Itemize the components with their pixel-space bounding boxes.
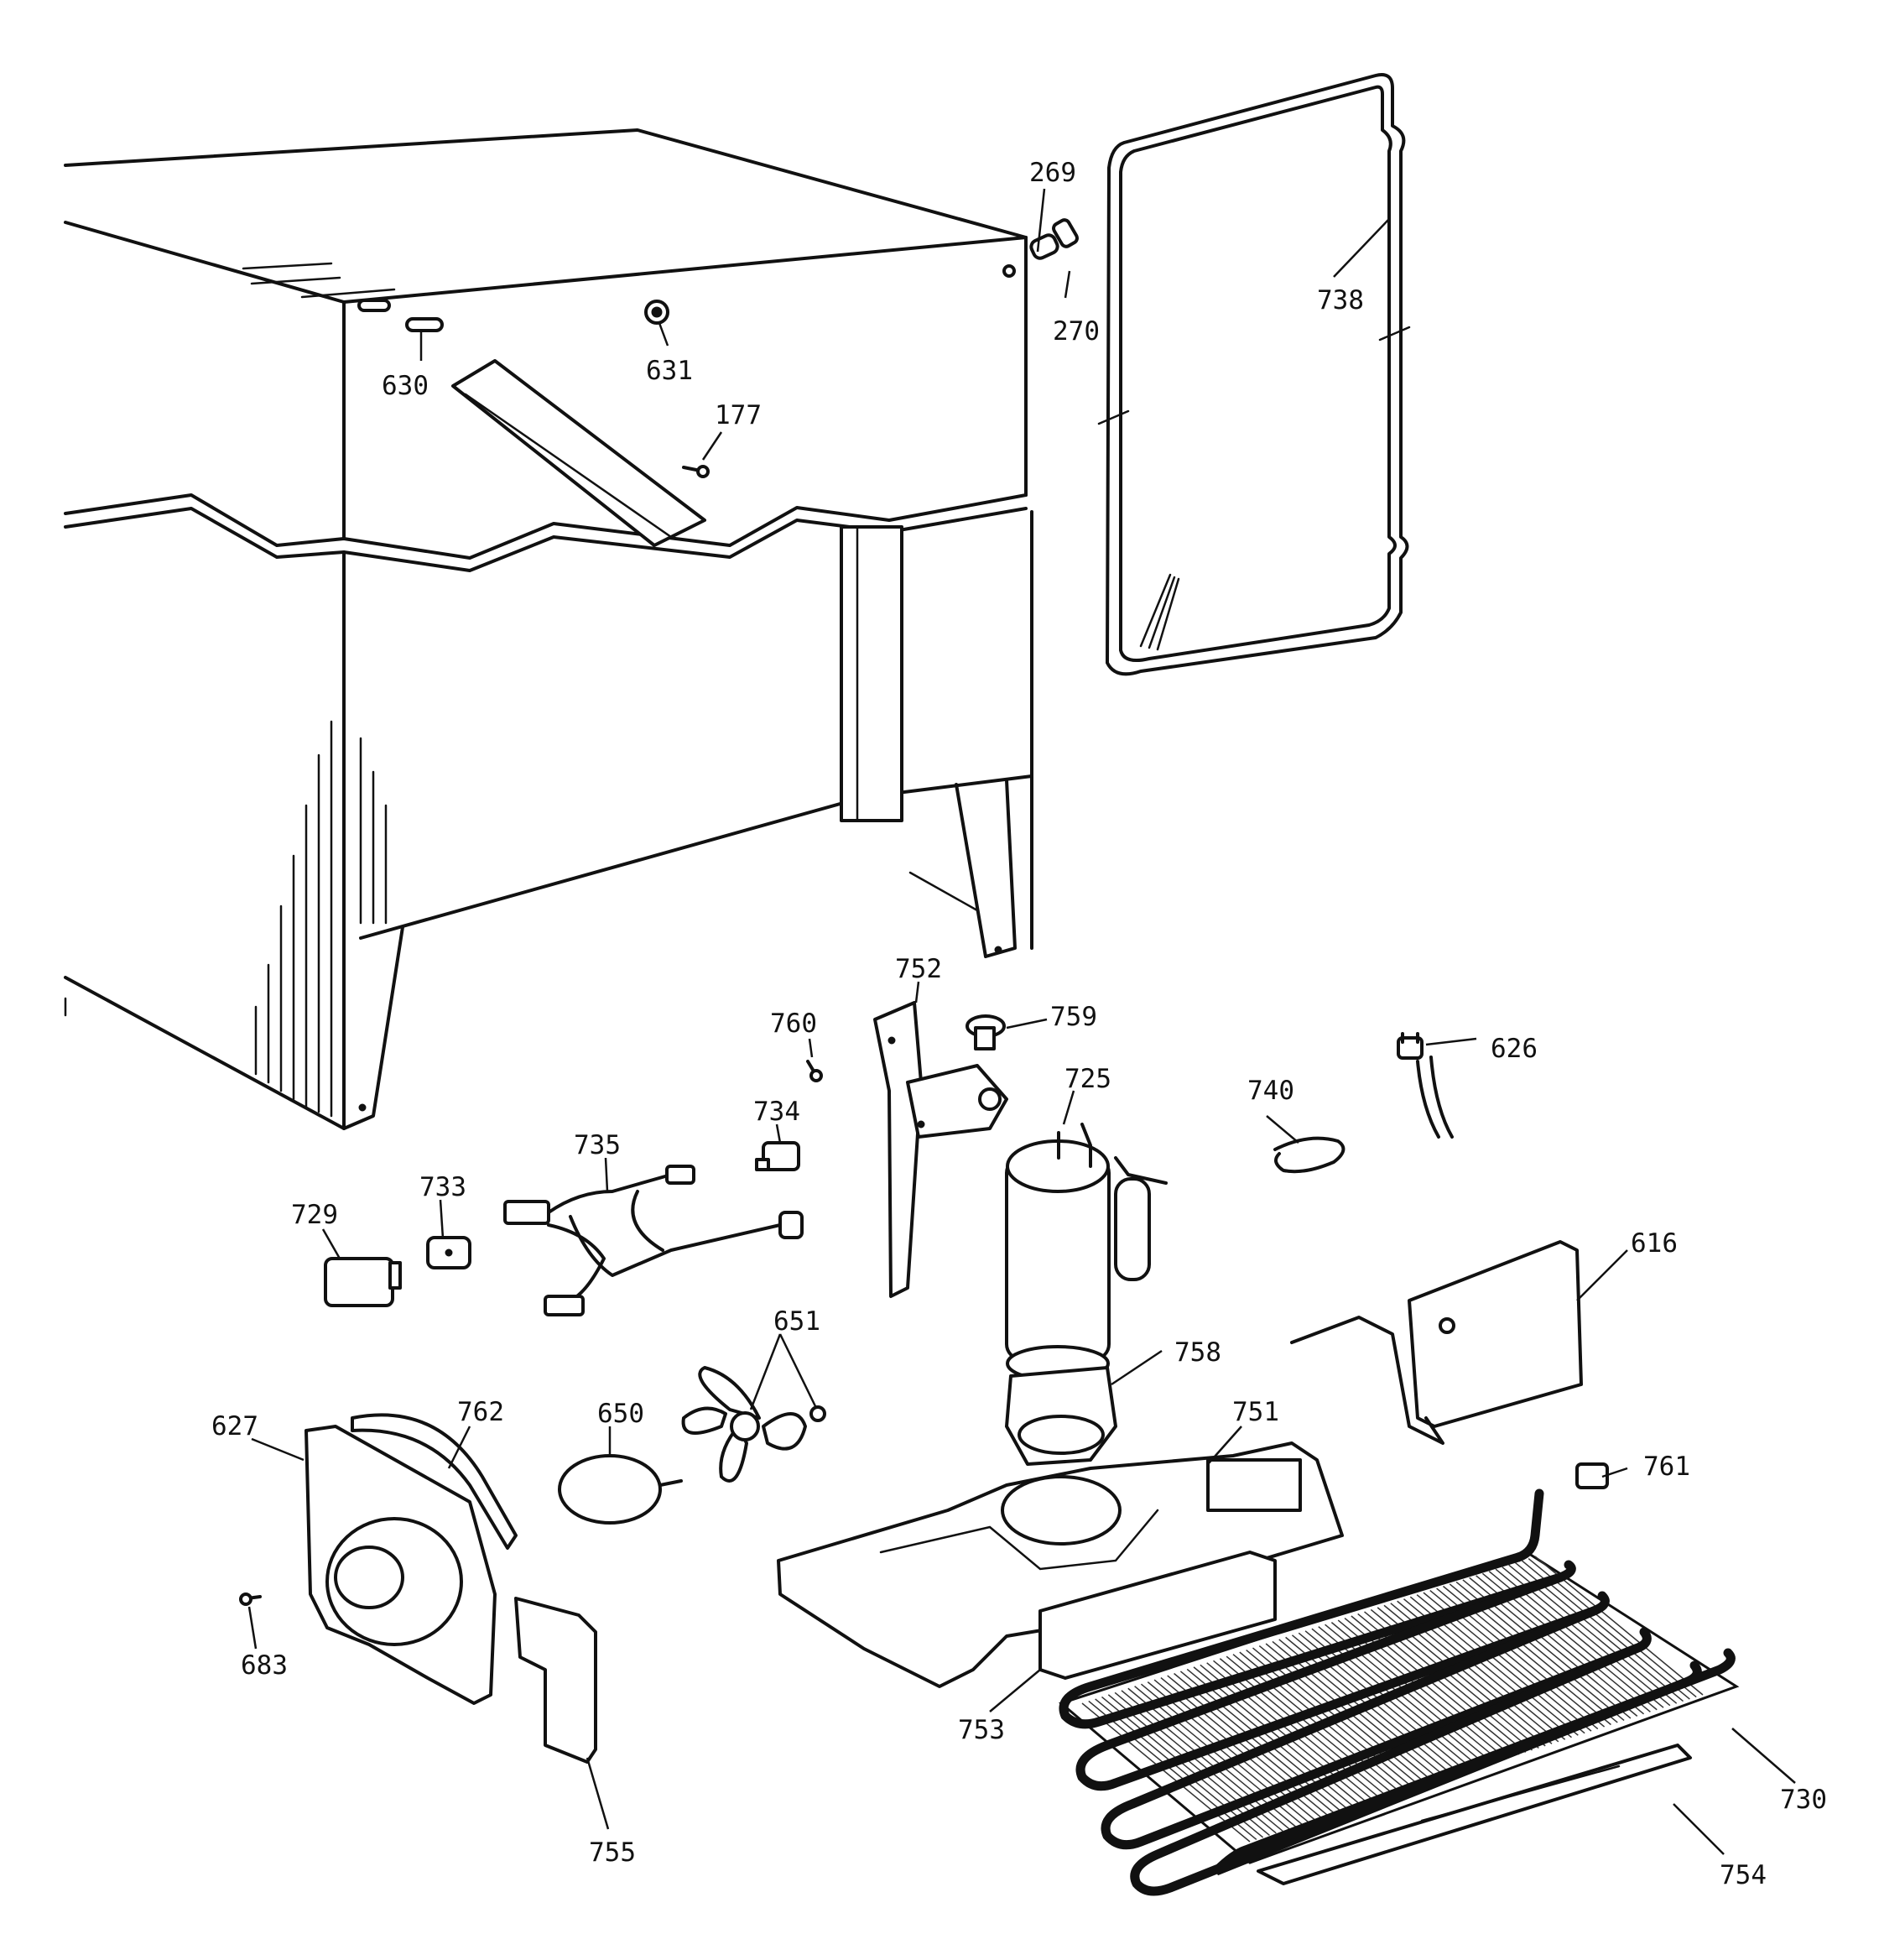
- callout-735: 735: [574, 1130, 621, 1160]
- fin-line: [1095, 1698, 1264, 1838]
- part-683-screw: [239, 1592, 262, 1606]
- callout-616: 616: [1631, 1228, 1678, 1259]
- callout-733: 733: [419, 1172, 466, 1202]
- part-651-fan-blade: [681, 1366, 826, 1483]
- callout-651: 651: [773, 1306, 820, 1337]
- callout-758: 758: [1174, 1337, 1221, 1368]
- callout-627: 627: [211, 1411, 258, 1441]
- part-760-screw: [806, 1060, 823, 1082]
- fin-line: [1357, 1613, 1527, 1754]
- fin-line: [1107, 1694, 1277, 1834]
- part-754-tray: [1257, 1744, 1692, 1885]
- fin-line: [1101, 1696, 1270, 1836]
- part-630-plug: [357, 299, 444, 332]
- fin-line: [1330, 1622, 1500, 1762]
- callout-762: 762: [457, 1397, 504, 1427]
- callout-740: 740: [1247, 1076, 1294, 1106]
- callout-650: 650: [597, 1399, 644, 1429]
- fin-line: [1344, 1617, 1513, 1758]
- part-631-grommet: [644, 300, 669, 325]
- callout-683: 683: [241, 1650, 288, 1681]
- fin-line: [1206, 1662, 1376, 1802]
- fin-line: [1088, 1700, 1257, 1841]
- callout-177: 177: [715, 400, 762, 430]
- fin-line: [1351, 1615, 1520, 1755]
- callout-738: 738: [1317, 285, 1364, 315]
- callout-761: 761: [1643, 1452, 1690, 1482]
- callout-760: 760: [770, 1009, 817, 1039]
- callout-269: 269: [1029, 158, 1076, 188]
- fin-line: [1081, 1702, 1251, 1843]
- callout-752: 752: [895, 954, 942, 984]
- cabinet: [64, 128, 1033, 1130]
- part-729-capacitor: [324, 1257, 402, 1307]
- callout-631: 631: [646, 356, 693, 386]
- part-734-relay: [755, 1141, 800, 1171]
- part-762-gasket: [351, 1413, 518, 1550]
- hatching: [254, 720, 388, 1118]
- part-755-baffle: [514, 1597, 597, 1764]
- fin-line: [1337, 1619, 1507, 1759]
- callout-759: 759: [1050, 1002, 1097, 1032]
- fin-line: [1325, 1624, 1494, 1764]
- callout-730: 730: [1780, 1785, 1827, 1815]
- part-725-compressor: [1005, 1123, 1168, 1382]
- part-735-wiring-harness: [503, 1165, 804, 1316]
- part-752-bracket: [873, 1001, 1008, 1298]
- callout-626: 626: [1491, 1034, 1538, 1064]
- part-740-clip: [1273, 1136, 1345, 1174]
- part-733-overload: [426, 1236, 471, 1269]
- part-650-fan-motor: [558, 1454, 683, 1525]
- fin-line: [1213, 1660, 1382, 1800]
- callout-labels: 269 270 738 630 631 177 752 760 759 725 …: [211, 158, 1827, 1890]
- callout-754: 754: [1720, 1860, 1767, 1890]
- part-269-hinge: [1002, 218, 1079, 278]
- part-759-grommet: [966, 1014, 1006, 1050]
- callout-755: 755: [589, 1838, 636, 1868]
- part-626-power-cord: [1397, 1032, 1454, 1139]
- callout-729: 729: [291, 1200, 338, 1230]
- inclined-rail: [451, 359, 706, 547]
- callout-270: 270: [1053, 316, 1100, 347]
- callout-630: 630: [382, 371, 429, 401]
- part-616-panel: [1290, 1240, 1583, 1445]
- callout-753: 753: [958, 1715, 1005, 1745]
- part-758-mount: [1005, 1366, 1117, 1466]
- callout-751: 751: [1232, 1397, 1279, 1427]
- leader-lines: [247, 188, 1796, 1855]
- part-738-door-frame: [1097, 73, 1411, 676]
- part-627-fan-shroud: [304, 1425, 497, 1705]
- callout-734: 734: [753, 1097, 800, 1127]
- part-730-condenser: [1058, 1488, 1740, 1896]
- callout-725: 725: [1064, 1064, 1111, 1094]
- part-177-screw: [682, 465, 710, 478]
